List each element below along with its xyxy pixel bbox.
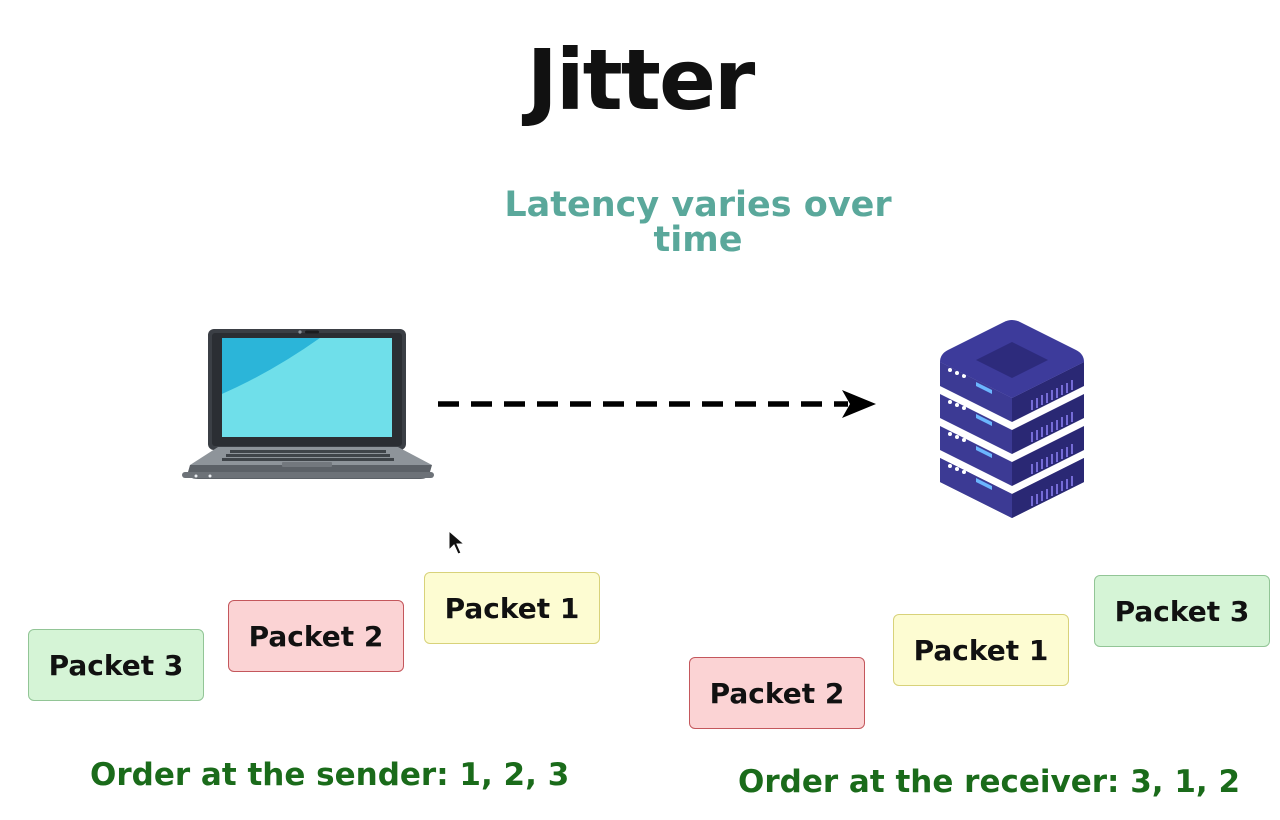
sender-packet-3: Packet 3	[28, 629, 204, 701]
receiver-packet-3: Packet 3	[1094, 575, 1270, 647]
receiver-order-label: Order at the receiver: 3, 1, 2	[738, 764, 1241, 800]
sender-packet-2: Packet 2	[228, 600, 404, 672]
page-title: Jitter	[526, 31, 756, 129]
mouse-pointer-icon	[448, 529, 466, 556]
server-icon	[936, 298, 1088, 522]
laptop-icon	[180, 326, 436, 486]
dashed-arrow	[436, 388, 878, 420]
sender-packet-1: Packet 1	[424, 572, 600, 644]
sender-order-label: Order at the sender: 1, 2, 3	[90, 757, 570, 793]
receiver-packet-1: Packet 1	[893, 614, 1069, 686]
page-subtitle: Latency varies over time	[504, 185, 892, 260]
receiver-packet-2: Packet 2	[689, 657, 865, 729]
